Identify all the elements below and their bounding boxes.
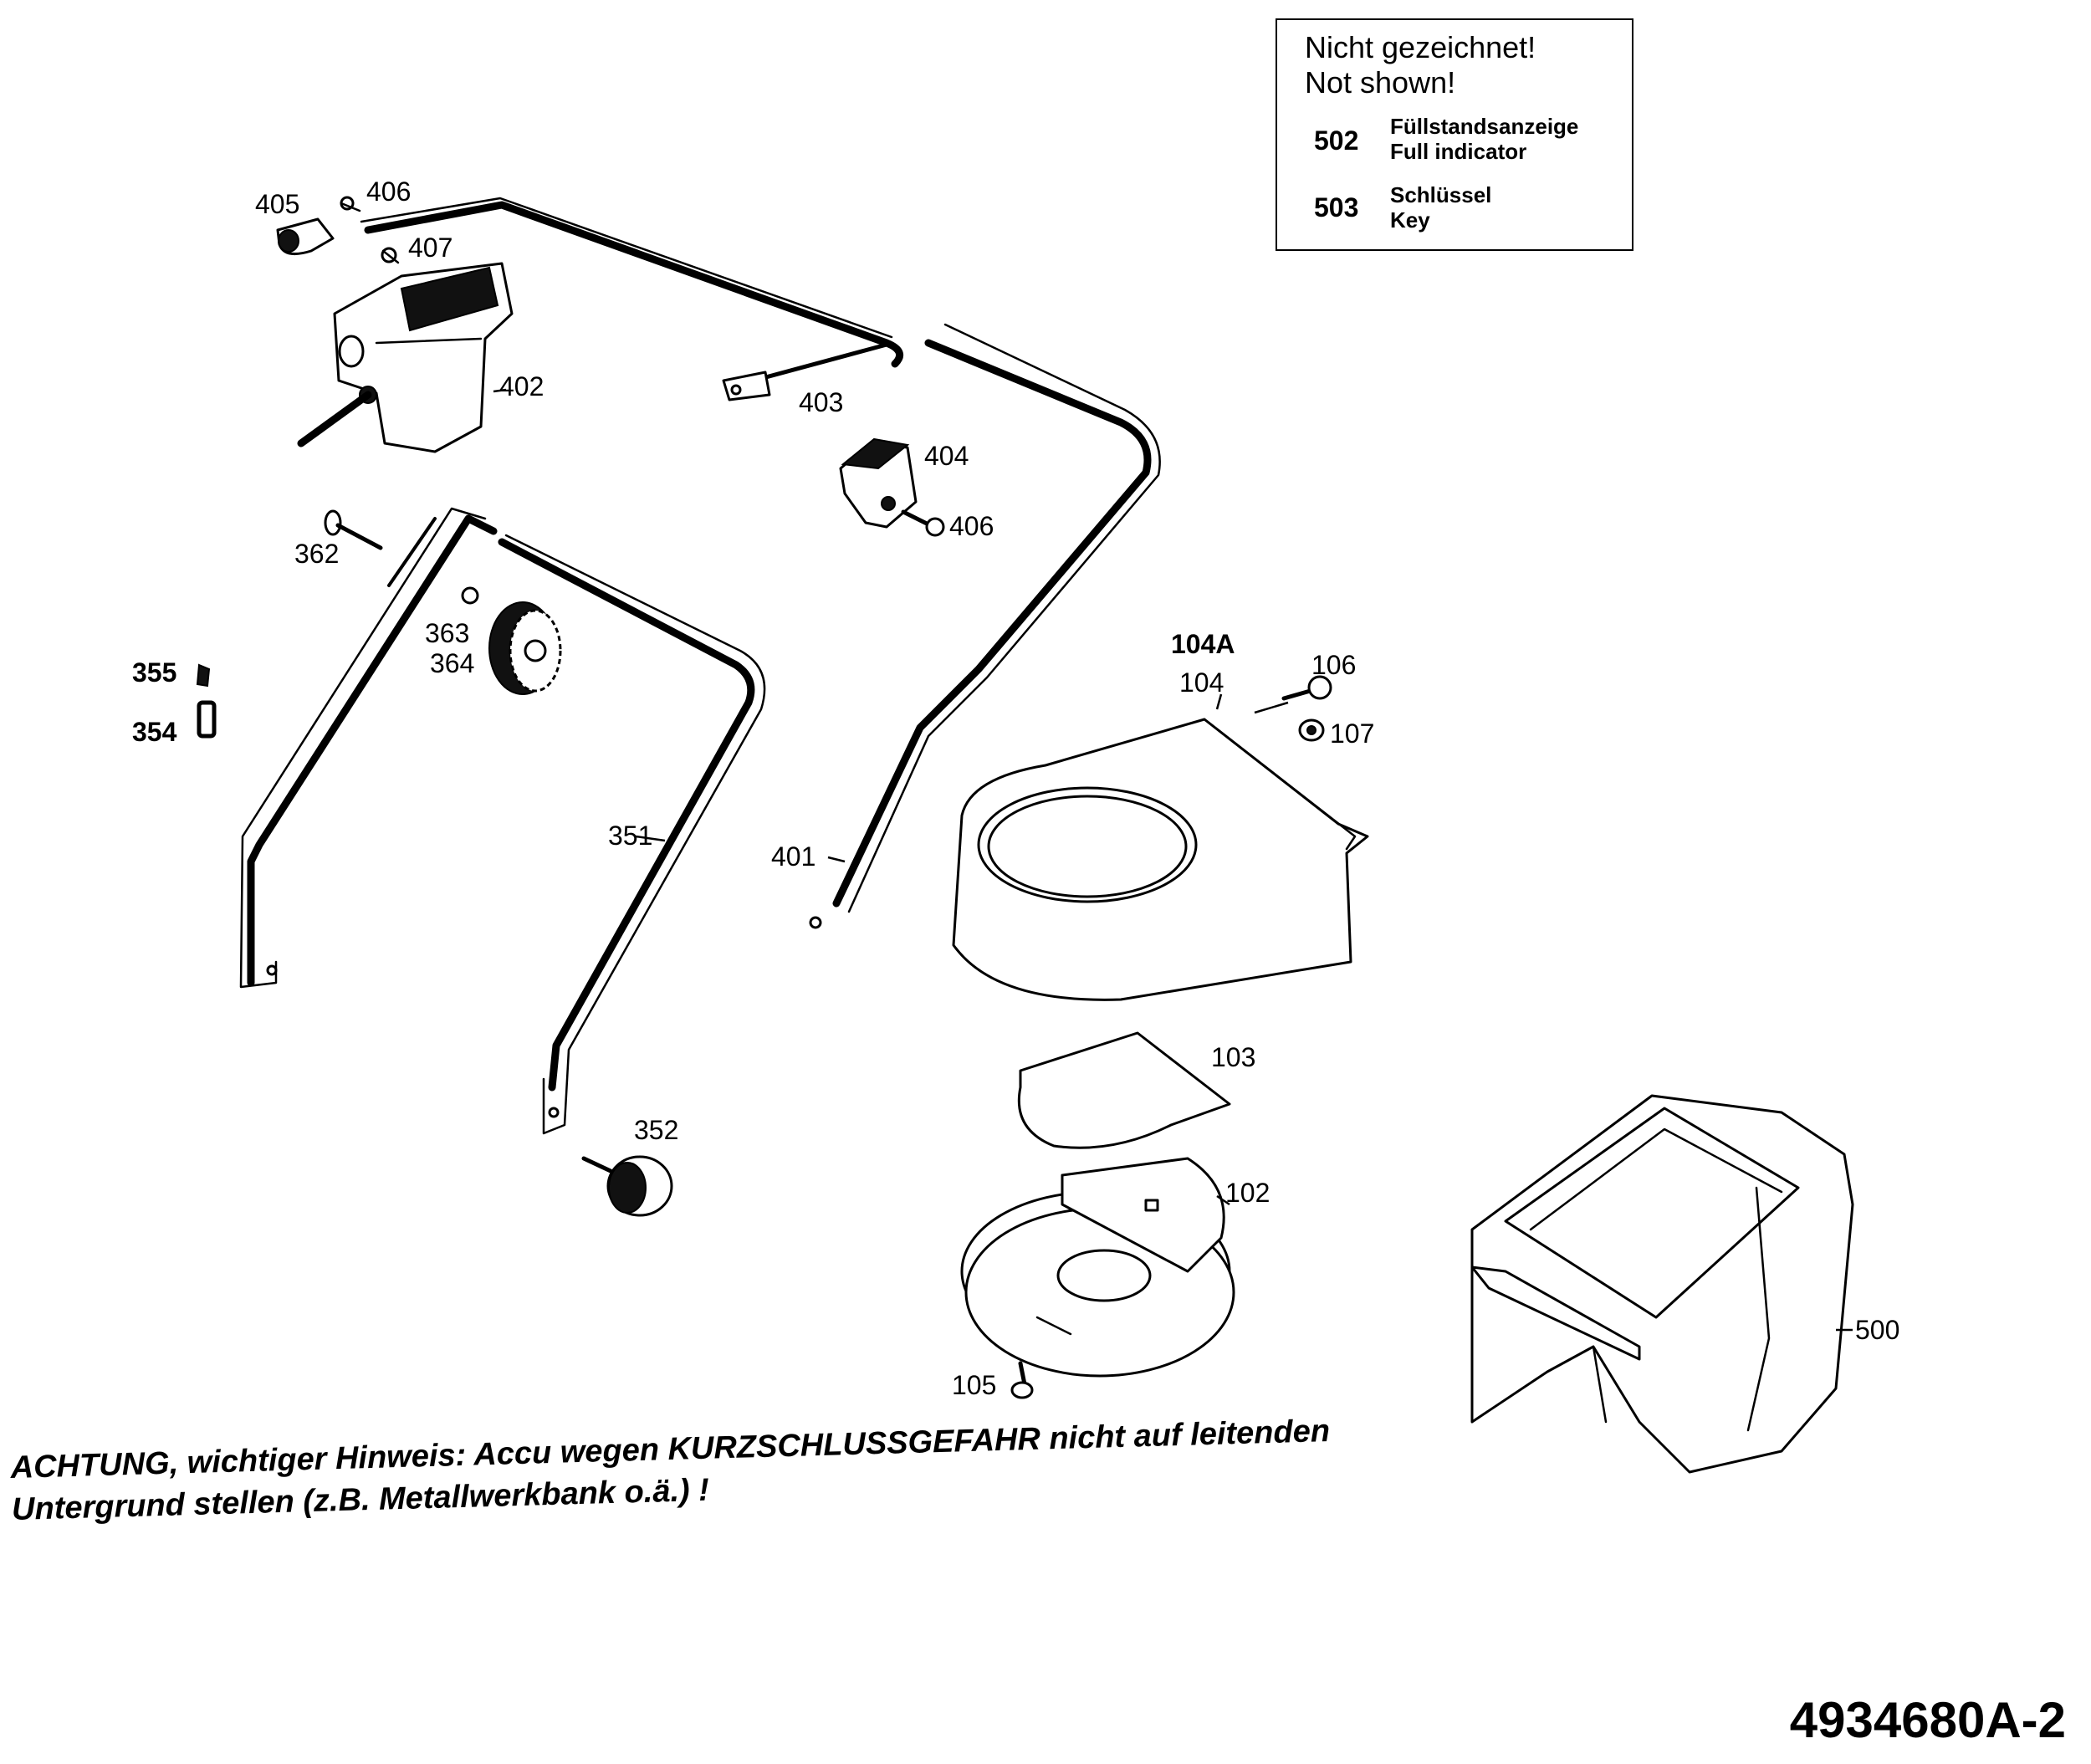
legend-item-number: 503 xyxy=(1314,192,1359,222)
switch-box-402 xyxy=(297,262,514,453)
label-355: 355 xyxy=(132,657,176,688)
leader-lines xyxy=(493,388,1853,1332)
label-403: 403 xyxy=(799,387,843,417)
label-402: 402 xyxy=(499,371,544,401)
label-363: 363 xyxy=(425,618,469,648)
label-106: 106 xyxy=(1311,650,1356,680)
not-shown-legend: Nicht gezeichnet! Not shown! 502 Füllsta… xyxy=(1276,18,1633,251)
chute-housing-104 xyxy=(952,718,1369,1001)
label-362: 362 xyxy=(294,539,339,569)
label-405: 405 xyxy=(255,189,299,219)
grass-catcher-500 xyxy=(1470,1094,1854,1474)
label-407: 407 xyxy=(408,233,452,263)
label-102: 102 xyxy=(1225,1178,1270,1208)
legend-item-name-de: Schlüssel xyxy=(1390,182,1492,207)
screw-406-top xyxy=(340,196,361,212)
label-352: 352 xyxy=(634,1115,678,1145)
nut-107 xyxy=(1298,718,1325,742)
label-351: 351 xyxy=(608,821,652,851)
label-103: 103 xyxy=(1211,1042,1255,1072)
label-107: 107 xyxy=(1330,718,1374,749)
legend-item-name-en: Key xyxy=(1390,207,1430,233)
drawing-number: 4934680A-2 xyxy=(1789,1692,2066,1748)
adjust-wheel-364 xyxy=(488,601,562,695)
knob-352 xyxy=(581,1155,673,1217)
bolt-106 xyxy=(1281,675,1332,701)
label-364: 364 xyxy=(430,648,474,678)
legend-item-name-de: Füllstandsanzeige xyxy=(1390,114,1579,139)
label-406-top: 406 xyxy=(366,176,411,207)
clamp-404 xyxy=(839,437,918,529)
plate-103 xyxy=(1017,1031,1231,1149)
washer-363 xyxy=(461,586,479,605)
label-401: 401 xyxy=(771,841,815,872)
label-354: 354 xyxy=(132,717,177,747)
screw-406-right xyxy=(901,509,945,537)
bolt-362 xyxy=(324,509,383,550)
screw-407 xyxy=(381,247,400,264)
base-102 xyxy=(960,1157,1235,1378)
label-104a: 104A xyxy=(1171,629,1235,659)
legend-title-de: Nicht gezeichnet! xyxy=(1305,30,1536,64)
lower-handle-351 xyxy=(239,507,766,1135)
legend-item-name-en: Full indicator xyxy=(1390,139,1527,164)
label-406-right: 406 xyxy=(949,511,994,541)
clip-405 xyxy=(276,217,335,256)
label-404: 404 xyxy=(924,441,969,471)
label-105: 105 xyxy=(952,1370,996,1400)
label-500: 500 xyxy=(1855,1315,1899,1345)
label-104: 104 xyxy=(1179,667,1224,698)
clip-355 xyxy=(196,663,211,688)
legend-title-en: Not shown! xyxy=(1305,65,1456,100)
lever-403 xyxy=(722,342,889,401)
screw-105 xyxy=(1010,1361,1034,1399)
clip-354 xyxy=(197,700,217,739)
legend-item-number: 502 xyxy=(1314,125,1359,156)
